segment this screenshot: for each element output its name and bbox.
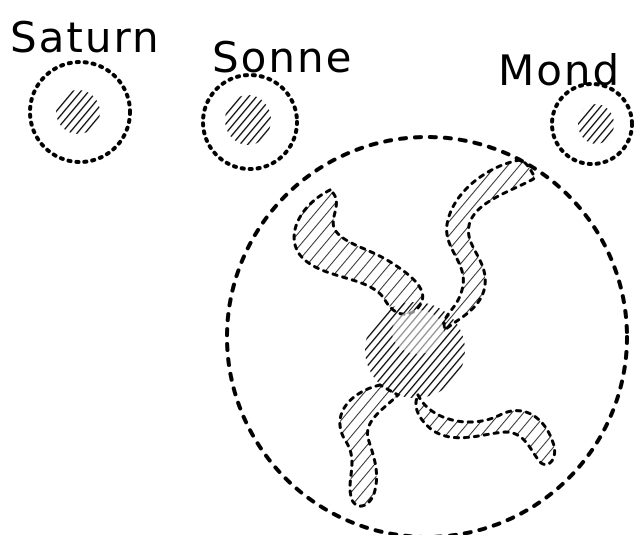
- label-mond: Mond: [498, 46, 621, 95]
- globe-arm-lower-right: [416, 395, 555, 465]
- globe-center-highlight: [392, 310, 444, 354]
- mond-core: [578, 104, 614, 144]
- globe-arm-lower-left: [340, 385, 398, 506]
- saturn-symbol: [30, 62, 130, 162]
- sonne-symbol: [203, 75, 297, 169]
- sonne-core: [225, 95, 271, 145]
- globe-arm-upper-right: [444, 160, 535, 330]
- saturn-core: [56, 90, 100, 134]
- label-sonne: Sonne: [212, 33, 353, 82]
- large-globe: [227, 137, 627, 535]
- mond-symbol: [552, 84, 632, 164]
- globe-arm-upper-left: [294, 190, 423, 314]
- label-saturn: Saturn: [10, 13, 161, 62]
